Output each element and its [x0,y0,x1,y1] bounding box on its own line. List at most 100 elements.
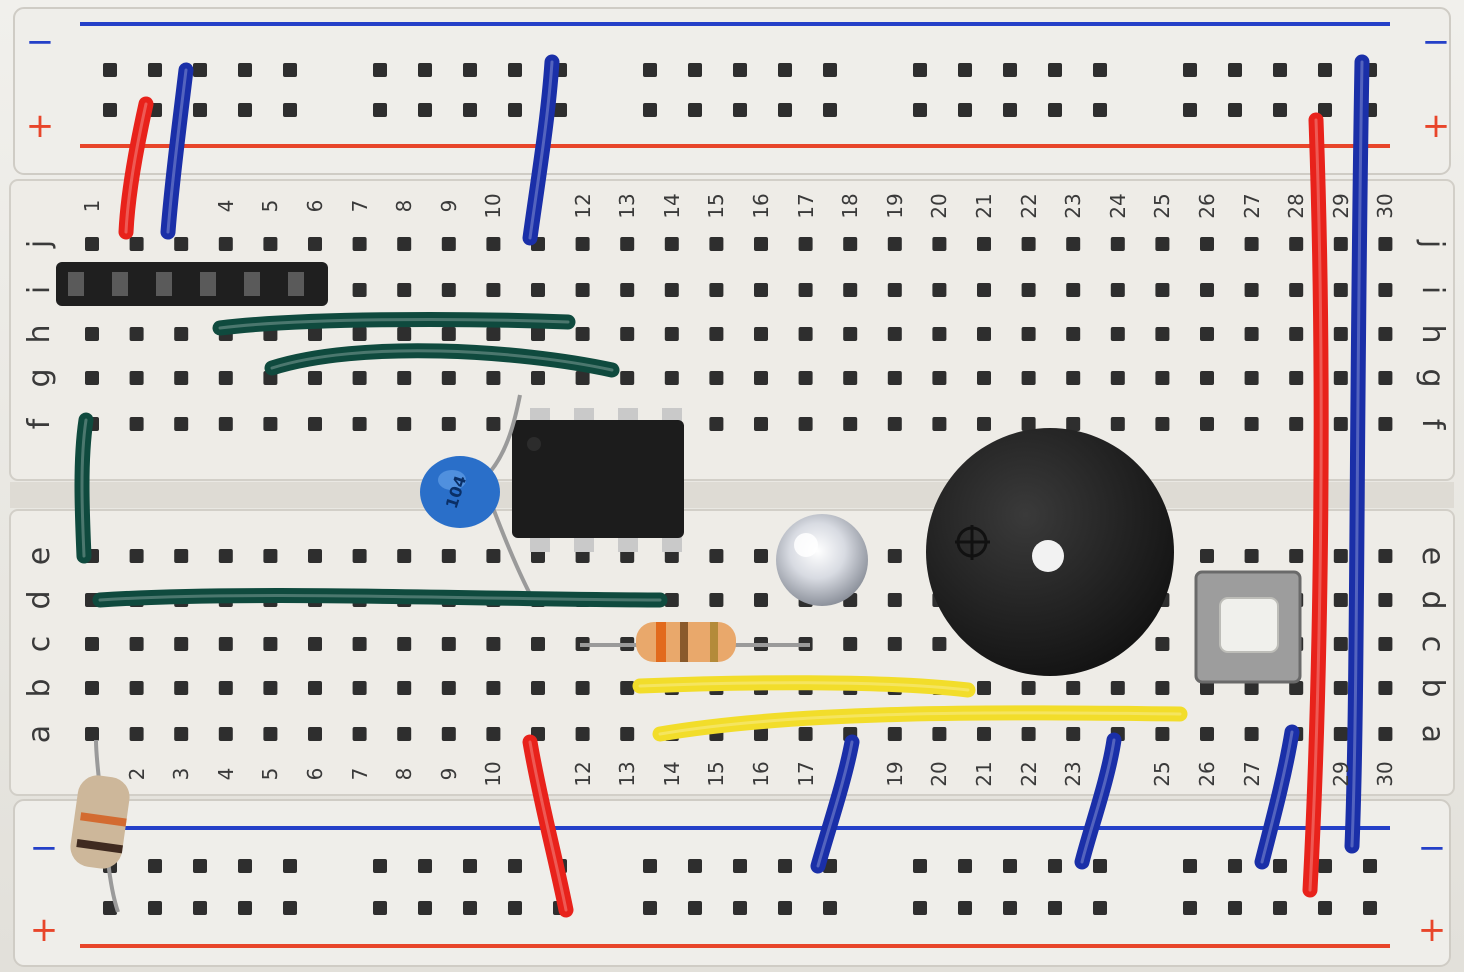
rail-hole [103,63,117,77]
jumper-wires [74,54,1370,918]
terminal-hole [1021,327,1036,341]
terminal-hole [1200,283,1214,297]
ic-leg [530,536,550,552]
wire-green-3-highlight [80,418,88,558]
header-pin [156,272,172,296]
terminal-hole [308,727,322,741]
rail-hole [1003,103,1017,117]
terminal-hole [1333,593,1348,607]
wire-yellow-1 [632,675,976,698]
terminal-hole [754,327,768,341]
terminal-hole [843,327,858,341]
wire-red-bottom [522,734,574,918]
terminal-hole [1066,283,1081,297]
terminal-hole [1110,327,1125,341]
terminal-hole [887,593,902,607]
terminal-hole [887,637,902,651]
terminal-hole [263,727,278,741]
terminal-hole [977,283,991,297]
top-power-rail [13,7,1451,175]
bottom-power-rail [13,799,1451,967]
rail-hole [778,859,792,873]
terminal-hole [85,327,99,341]
wire-blue-long [1344,54,1370,854]
terminal-hole [977,417,991,431]
terminal-hole [441,549,456,563]
terminal-hole [352,237,367,251]
terminal-hole [218,727,233,741]
terminal-hole [441,371,456,385]
terminal-hole [85,637,99,651]
rail-hole [418,901,432,915]
wire-green-1 [212,312,576,336]
terminal-hole [308,549,322,563]
terminal-hole [263,637,278,651]
terminal-hole [1378,727,1393,741]
rail-hole [1273,859,1287,873]
rail-hole [1183,859,1197,873]
terminal-hole [887,727,902,741]
wire-yellow-1-highlight [638,681,970,692]
rail-hole [958,63,972,77]
terminal-hole [798,327,813,341]
terminal-hole [129,727,144,741]
terminal-hole [263,417,278,431]
rail-hole [238,103,252,117]
terminal-hole [531,371,545,385]
terminal-hole [709,593,724,607]
wire-red-top-1 [118,96,154,240]
terminal-hole [397,637,412,651]
terminal-hole [1244,681,1259,695]
terminal-hole [1333,283,1348,297]
terminal-hole [129,637,144,651]
center-ravine [10,482,1454,508]
ic-leg [618,536,638,552]
terminal-hole [263,237,278,251]
rail-hole [1228,859,1242,873]
terminal-hole [1110,417,1125,431]
terminal-hole [218,637,233,651]
terminal-hole [1378,637,1393,651]
terminal-hole [486,727,501,741]
terminal-hole [352,283,367,297]
terminal-hole [486,549,501,563]
terminal-hole [174,417,189,431]
terminal-hole [174,237,189,251]
rail-hole [733,859,747,873]
terminal-hole [1110,681,1125,695]
rail-hole [733,901,747,915]
terminal-hole [932,237,947,251]
push-button [1194,570,1302,684]
rail-hole [778,103,792,117]
rail-hole [1003,63,1017,77]
terminal-hole [308,371,322,385]
terminal-hole [932,417,947,431]
terminal-hole [486,237,501,251]
rail-hole [1228,63,1242,77]
terminal-hole [174,681,189,695]
terminal-hole [397,283,412,297]
rail-hole [193,63,207,77]
terminal-hole [129,549,144,563]
terminal-hole [709,283,724,297]
wire-green-4 [92,588,668,608]
terminal-hole [1244,371,1259,385]
terminal-hole [1200,681,1214,695]
rail-hole [373,103,387,117]
terminal-hole [486,283,501,297]
terminal-hole [1110,283,1125,297]
rail-hole [1318,103,1332,117]
terminal-hole [441,327,456,341]
rail-hole [1318,859,1332,873]
rail-hole [1048,901,1062,915]
terminal-hole [1066,237,1081,251]
terminal-hole [575,681,590,695]
wire-green-4-highlight [98,594,662,602]
terminal-hole [575,371,590,385]
wire-blue-top-1 [160,62,194,240]
rail-hole [643,63,657,77]
terminal-hole [1155,371,1170,385]
rail-hole [148,859,162,873]
rail-hole [508,901,522,915]
terminal-hole [575,327,590,341]
